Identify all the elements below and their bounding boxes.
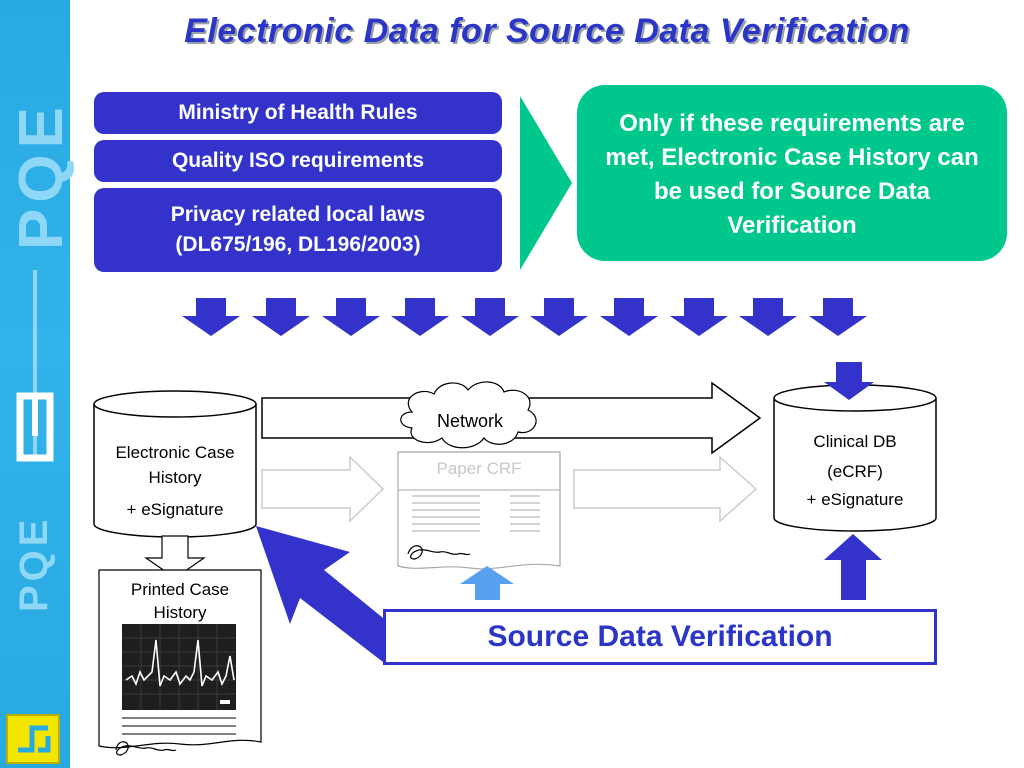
printed-signature-icon xyxy=(115,741,177,756)
clinical-db-title: Clinical DB xyxy=(813,432,897,451)
down-arrow-icon xyxy=(461,298,519,336)
paper-signature-icon xyxy=(407,545,471,560)
network-cloud-icon xyxy=(400,381,537,449)
requirement-privacy-laws: Privacy related local laws (DL675/196, D… xyxy=(94,188,502,272)
requirements-note: Only if these requirements are met, Elec… xyxy=(577,85,1007,261)
down-arrow-icon xyxy=(600,298,658,336)
chevron-right-icon xyxy=(520,96,572,270)
paper-crf-document xyxy=(397,451,561,570)
ech-line1: Electronic Case xyxy=(115,443,235,462)
electronic-case-history-label: Electronic Case History xyxy=(94,440,256,490)
printed-case-history-label: Printed Case History xyxy=(100,578,260,624)
clinical-db-cylinder xyxy=(773,384,937,532)
down-arrow-icon xyxy=(182,298,240,336)
down-arrows-row xyxy=(182,298,867,336)
down-arrow-icon xyxy=(252,298,310,336)
ech-to-printed-arrow xyxy=(144,535,206,579)
requirement-quality-iso: Quality ISO requirements xyxy=(94,140,502,182)
down-arrow-icon xyxy=(670,298,728,336)
paper-crf-label: Paper CRF xyxy=(436,459,522,478)
db-sdv-arrow-icon xyxy=(824,534,882,600)
clinical-db-esignature: + eSignature xyxy=(806,490,904,509)
down-arrow-icon xyxy=(809,298,867,336)
down-arrow-icon xyxy=(739,298,797,336)
logo-icon xyxy=(6,714,60,764)
paper-sdv-arrow-icon xyxy=(460,566,514,600)
electronic-case-history-cylinder xyxy=(93,390,257,538)
page-title: Electronic Data for Source Data Verifica… xyxy=(184,12,910,50)
ecg-trace-icon xyxy=(125,639,235,687)
requirement-ministry-of-health: Ministry of Health Rules xyxy=(94,92,502,134)
down-arrow-icon xyxy=(530,298,588,336)
sdv-to-ech-arrow-icon xyxy=(256,526,383,662)
sidebar-m-mark xyxy=(16,392,54,462)
source-data-verification-box: Source Data Verification xyxy=(383,609,937,665)
db-input-arrow-icon xyxy=(824,362,874,400)
ech-to-paper-arrow xyxy=(261,455,385,523)
printed-line1: Printed Case xyxy=(130,580,230,599)
requirement-privacy-line2: (DL675/196, DL196/2003) xyxy=(175,233,421,256)
sidebar-divider xyxy=(33,270,37,460)
printed-line2: History xyxy=(153,603,207,622)
ech-line2: History xyxy=(148,468,202,487)
clinical-db-subtitle: (eCRF) xyxy=(827,462,883,481)
requirement-privacy-line1: Privacy related local laws xyxy=(170,203,426,226)
network-label: Network xyxy=(436,411,503,431)
down-arrow-icon xyxy=(322,298,380,336)
printed-case-history-document xyxy=(98,569,262,756)
ech-esignature-label: + eSignature xyxy=(126,500,224,519)
down-arrow-icon xyxy=(391,298,449,336)
paper-to-db-arrow xyxy=(573,455,758,523)
sidebar: PQE PQE xyxy=(0,0,76,768)
